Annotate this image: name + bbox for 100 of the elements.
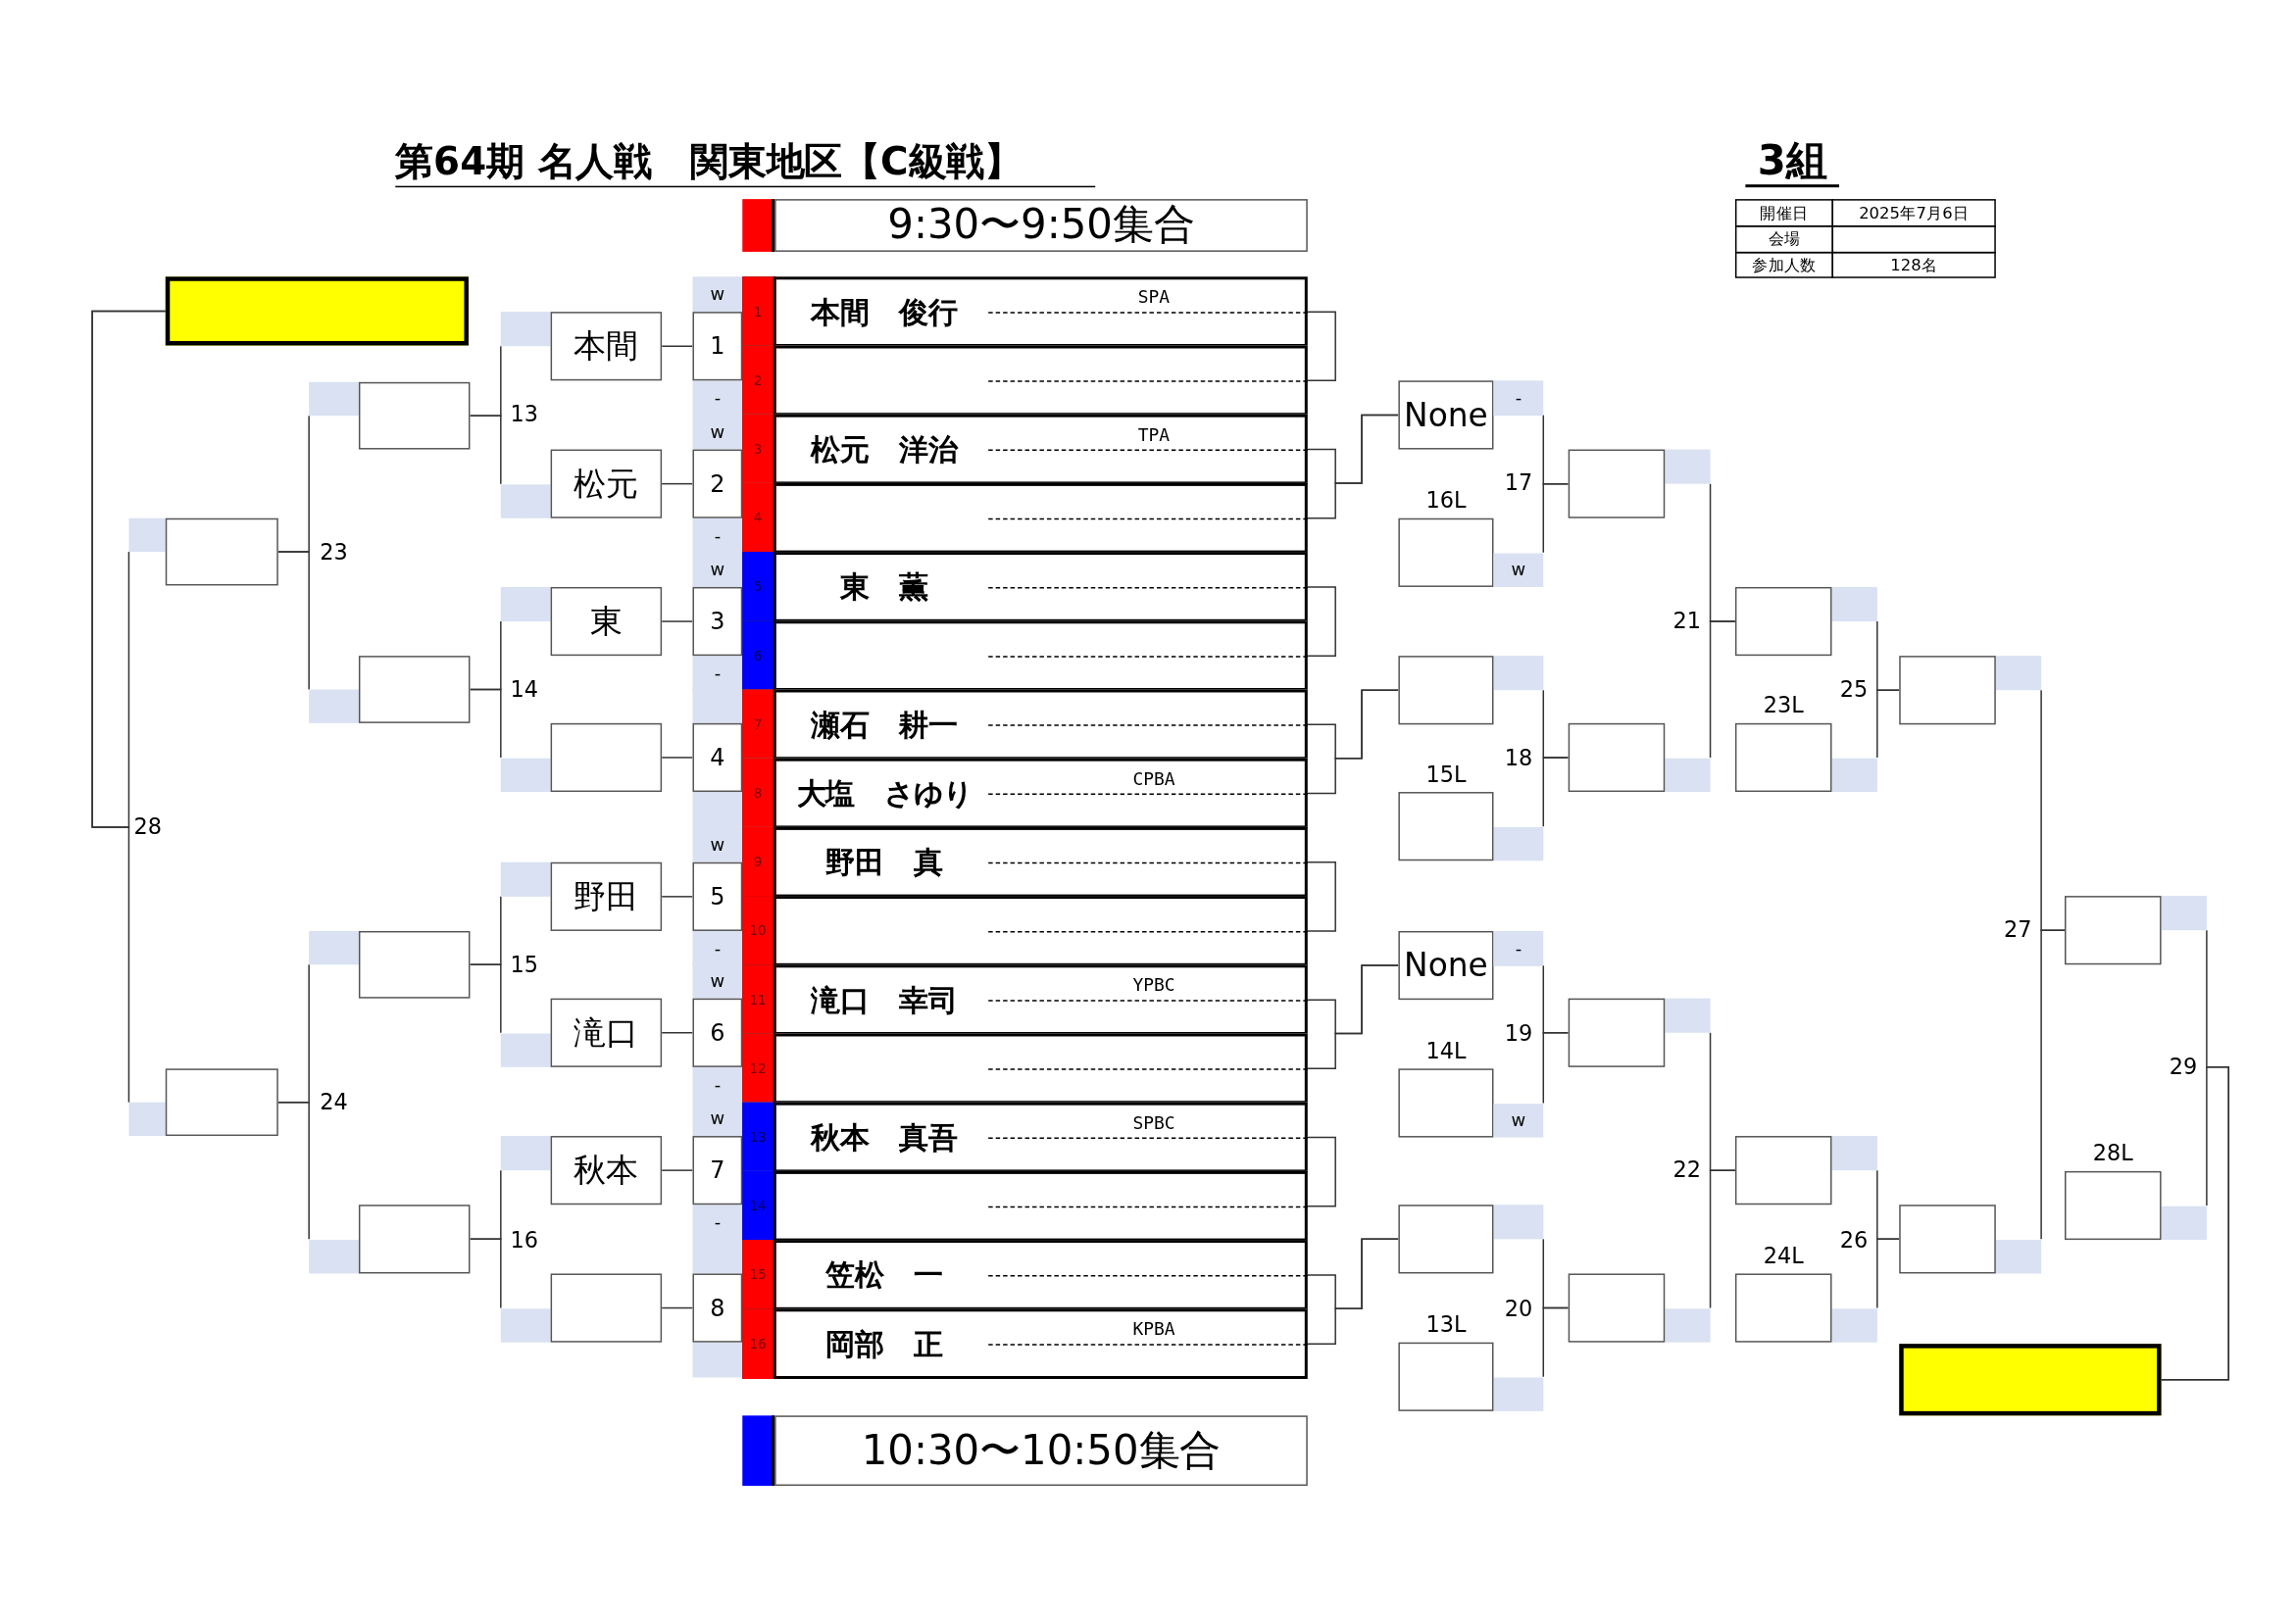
match-number-box: 7 — [692, 1136, 743, 1205]
match-number: 24 — [319, 1088, 349, 1117]
bracket-box — [1734, 722, 1877, 793]
loser-slot-label: 23L — [1762, 691, 1805, 720]
bracket-box — [309, 930, 471, 999]
match-number: 19 — [1503, 1019, 1534, 1049]
name-box: 滝口 — [500, 998, 663, 1067]
bracket-box — [1568, 998, 1711, 1067]
match-number: 23 — [319, 537, 349, 567]
bracket-box — [1734, 1273, 1877, 1343]
score-cell: w — [1493, 1103, 1544, 1138]
bracket-box — [1899, 1205, 2042, 1274]
bracket-line — [1307, 861, 1336, 932]
roster-row — [742, 689, 1308, 761]
roster-row — [742, 1033, 1308, 1105]
row-number-cell: 14 — [742, 1170, 776, 1242]
player-name: 笠松 一 — [824, 1255, 944, 1295]
bracket-line — [661, 757, 694, 759]
score-cell: w — [692, 1101, 743, 1137]
score-cell: - — [692, 517, 743, 554]
player-name: 本間 俊行 — [809, 292, 959, 331]
bracket-line — [1307, 414, 1400, 519]
row-number-cell: 15 — [742, 1240, 776, 1310]
loser-slot-label: 14L — [1424, 1037, 1468, 1066]
bracket-box — [1899, 656, 2042, 725]
row-number-cell: 3 — [742, 414, 776, 485]
bracket-line — [661, 1306, 694, 1309]
roster-row — [742, 964, 1308, 1035]
row-number-cell: 5 — [742, 552, 776, 622]
score-cell: w — [692, 552, 743, 587]
roster-row — [742, 758, 1308, 829]
bracket-box — [128, 1068, 278, 1137]
match-number: 18 — [1503, 744, 1534, 773]
row-number-cell: 10 — [742, 896, 776, 966]
bracket-line — [1307, 1238, 1400, 1345]
match-number-box: 5 — [692, 861, 743, 931]
bracket-box — [1568, 722, 1711, 793]
match-number: 21 — [1672, 606, 1702, 636]
bracket-box — [128, 517, 278, 586]
match-number: 17 — [1503, 468, 1534, 498]
bracket-line — [1307, 311, 1336, 382]
group-heading: 3組 — [1745, 137, 1839, 188]
name-box — [1398, 930, 1544, 1001]
bracket-box — [500, 1273, 663, 1343]
bracket-box — [500, 722, 663, 793]
roster-row — [742, 1170, 1308, 1242]
roster-row — [742, 1102, 1308, 1173]
bracket-line — [2160, 1066, 2230, 1381]
score-cell: w — [692, 276, 743, 313]
bracket-line — [1542, 482, 1570, 554]
bracket-line — [661, 620, 694, 622]
row-number-cell: 7 — [742, 689, 776, 761]
name-box: 野田 — [500, 861, 663, 931]
player-name: 秋本 真吾 — [809, 1117, 959, 1156]
loser-slot-label: 24L — [1762, 1242, 1805, 1271]
bracket-box — [309, 1205, 471, 1274]
loser-slot-label: 13L — [1424, 1310, 1468, 1340]
row-number-cell: 2 — [742, 345, 776, 417]
roster-row — [742, 482, 1308, 554]
match-number-box: 4 — [692, 722, 743, 793]
match-number-box: 2 — [692, 449, 743, 518]
bracket-line — [661, 345, 694, 347]
row-number-cell: 12 — [742, 1033, 776, 1105]
name-box: 東 — [500, 586, 663, 657]
match-number: 15 — [509, 950, 539, 980]
bracket-line — [1307, 689, 1400, 795]
score-cell: - — [692, 380, 743, 417]
loser-slot-label: 16L — [1424, 486, 1468, 516]
roster-row — [742, 896, 1308, 966]
roster-row — [742, 414, 1308, 485]
row-number-cell: 16 — [742, 1308, 776, 1379]
bracket-box — [1734, 1136, 1877, 1205]
bracket-box — [1398, 656, 1544, 725]
match-number: 14 — [509, 675, 539, 705]
name-box: 本間 — [500, 312, 663, 381]
player-name: 瀬石 耕一 — [810, 705, 959, 744]
highlight-box — [165, 276, 469, 346]
bracket-line — [1307, 1136, 1336, 1207]
roster-row — [742, 1240, 1308, 1310]
row-number-cell: 6 — [742, 620, 776, 691]
roster-row — [742, 552, 1308, 622]
roster-row — [742, 276, 1308, 347]
roster-row — [742, 826, 1308, 898]
match-number: 27 — [2002, 915, 2033, 945]
row-number-cell: 13 — [742, 1102, 776, 1173]
match-number-box: 1 — [692, 312, 743, 381]
name-box: 秋本 — [500, 1136, 663, 1205]
player-name: 野田 真 — [824, 843, 944, 881]
match-number: 20 — [1503, 1294, 1534, 1324]
match-number: 16 — [509, 1225, 539, 1255]
bracket-line — [1307, 964, 1400, 1070]
match-number: 29 — [2168, 1053, 2199, 1082]
box-text: None — [1404, 396, 1488, 434]
loser-slot-label: 28L — [2091, 1139, 2134, 1168]
score-cell: - — [692, 1205, 743, 1241]
match-number: 13 — [509, 400, 539, 429]
title: 第64期 名人戦 関東地区【C級戦】 — [395, 137, 1096, 188]
bracket-box — [1398, 1342, 1544, 1411]
roster-row — [742, 1308, 1308, 1379]
bracket-box — [1568, 1273, 1711, 1343]
